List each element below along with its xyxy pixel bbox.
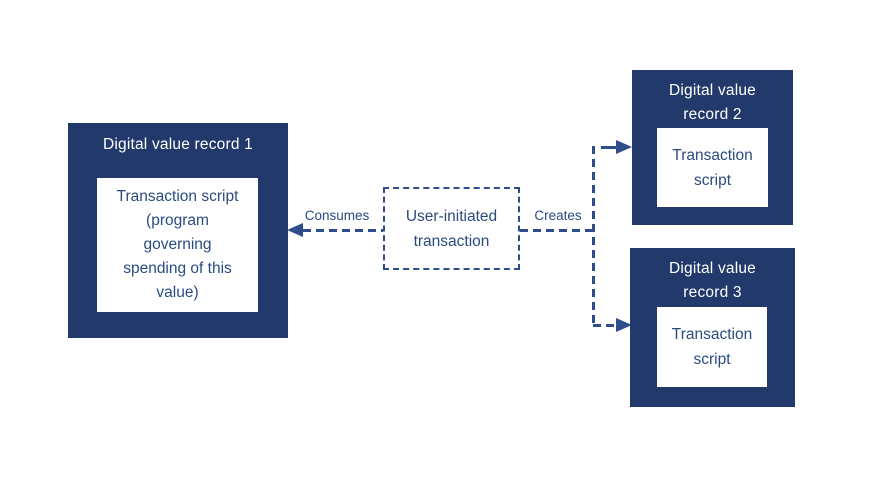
script-text-line: Transaction — [672, 146, 753, 164]
record-3-transaction-script-box: Transaction script — [657, 307, 767, 387]
record-2-title-line: Digital value — [668, 82, 757, 99]
record-3-title-line: Digital value — [668, 260, 757, 277]
digital-value-record-1-box: Digital value record 1 Transaction scrip… — [68, 123, 288, 338]
script-text-line: governing — [143, 236, 212, 253]
digital-value-record-3-box: Digital value record 3 Transaction scrip… — [630, 248, 795, 407]
creates-dashed-line — [520, 229, 593, 232]
user-initiated-transaction-box: User-initiated transaction — [383, 187, 520, 270]
creates-bottom-arrowhead-icon — [616, 318, 632, 332]
script-text-line: script — [693, 351, 731, 368]
script-text-line: Transaction script — [116, 188, 239, 205]
record-2-title: Digital value record 2 — [632, 79, 793, 127]
consumes-dashed-line — [303, 229, 383, 232]
creates-top-arrowhead-icon — [616, 140, 632, 154]
script-text-line: (program — [146, 212, 209, 229]
creates-branch-vertical-line — [592, 146, 595, 326]
record-3-title: Digital value record 3 — [630, 257, 795, 305]
digital-value-record-2-box: Digital value record 2 Transaction scrip… — [632, 70, 793, 225]
record-3-title-line: record 3 — [683, 284, 742, 301]
record-1-title: Digital value record 1 — [102, 136, 253, 153]
creates-label: Creates — [534, 208, 582, 223]
transaction-text-line: transaction — [413, 232, 490, 250]
consumes-label: Consumes — [304, 208, 370, 223]
transaction-text-line: User-initiated — [405, 207, 498, 225]
script-text-line: Transaction — [671, 326, 753, 343]
record-1-transaction-script-box: Transaction script (program governing sp… — [97, 178, 258, 312]
consumes-arrowhead-icon — [287, 223, 303, 237]
script-text-line: script — [693, 171, 732, 189]
script-text-line: value) — [156, 284, 199, 301]
record-2-title-line: record 2 — [683, 106, 742, 123]
creates-branch-top-line — [601, 146, 618, 149]
creates-branch-bottom-line — [593, 324, 617, 327]
record-2-transaction-script-box: Transaction script — [657, 128, 768, 207]
script-text-line: spending of this — [123, 260, 232, 277]
